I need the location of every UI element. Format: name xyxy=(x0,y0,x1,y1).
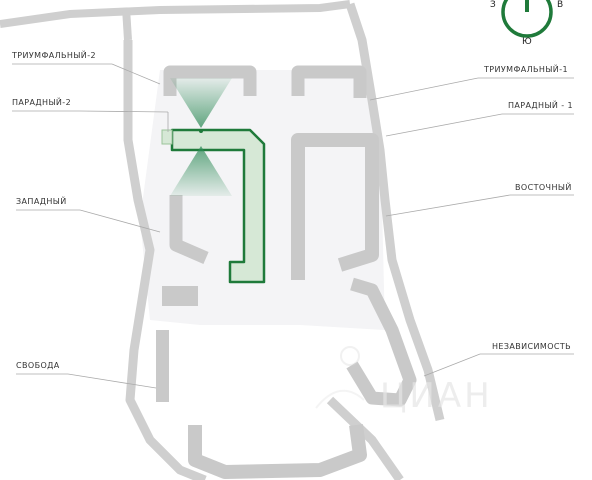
label-vostochny[interactable]: ВОСТОЧНЫЙ xyxy=(515,183,572,192)
road-top-left xyxy=(122,7,132,41)
building-paradny-2-annex xyxy=(161,129,173,145)
building-triumfalny-1 xyxy=(291,65,367,98)
road-bottom-right xyxy=(326,396,404,480)
label-nezavisimost[interactable]: НЕЗАВИСИМОСТЬ xyxy=(492,342,572,351)
label-paradny-2[interactable]: ПАРАДНЫЙ-2 xyxy=(12,98,72,107)
building-bottom xyxy=(188,424,367,479)
watermark-logo xyxy=(315,346,365,409)
road-top xyxy=(0,0,351,28)
building-nezavisimost xyxy=(346,277,417,407)
label-paradny-1[interactable]: ПАРАДНЫЙ - 1 xyxy=(508,101,573,110)
leader-lines xyxy=(67,63,574,389)
building-small-west xyxy=(162,286,198,306)
watermark-text: ЦИАН xyxy=(380,376,493,416)
building-zapadny xyxy=(169,195,209,264)
compass-south: Ю xyxy=(522,37,532,47)
building-vostochny xyxy=(337,175,379,272)
label-triumfalny-1[interactable]: ТРИУМФАЛЬНЫЙ-1 xyxy=(484,65,568,74)
label-triumfalny-2[interactable]: ТРИУМФАЛЬНЫЙ-2 xyxy=(12,51,96,60)
compass-icon xyxy=(501,0,553,38)
compass-east: В xyxy=(557,0,564,10)
building-paradny-2-highlight[interactable] xyxy=(170,128,266,284)
label-zapadny[interactable]: ЗАПАДНЫЙ xyxy=(16,197,67,206)
label-svoboda[interactable]: СВОБОДА xyxy=(16,361,60,370)
building-paradny-1 xyxy=(291,133,379,280)
building-svoboda xyxy=(156,330,169,402)
compass-west: З xyxy=(490,0,496,10)
view-cone-icon xyxy=(170,78,232,196)
ring-road xyxy=(123,2,445,480)
building-triumfalny-2 xyxy=(163,65,257,96)
label-underlines xyxy=(12,63,112,375)
